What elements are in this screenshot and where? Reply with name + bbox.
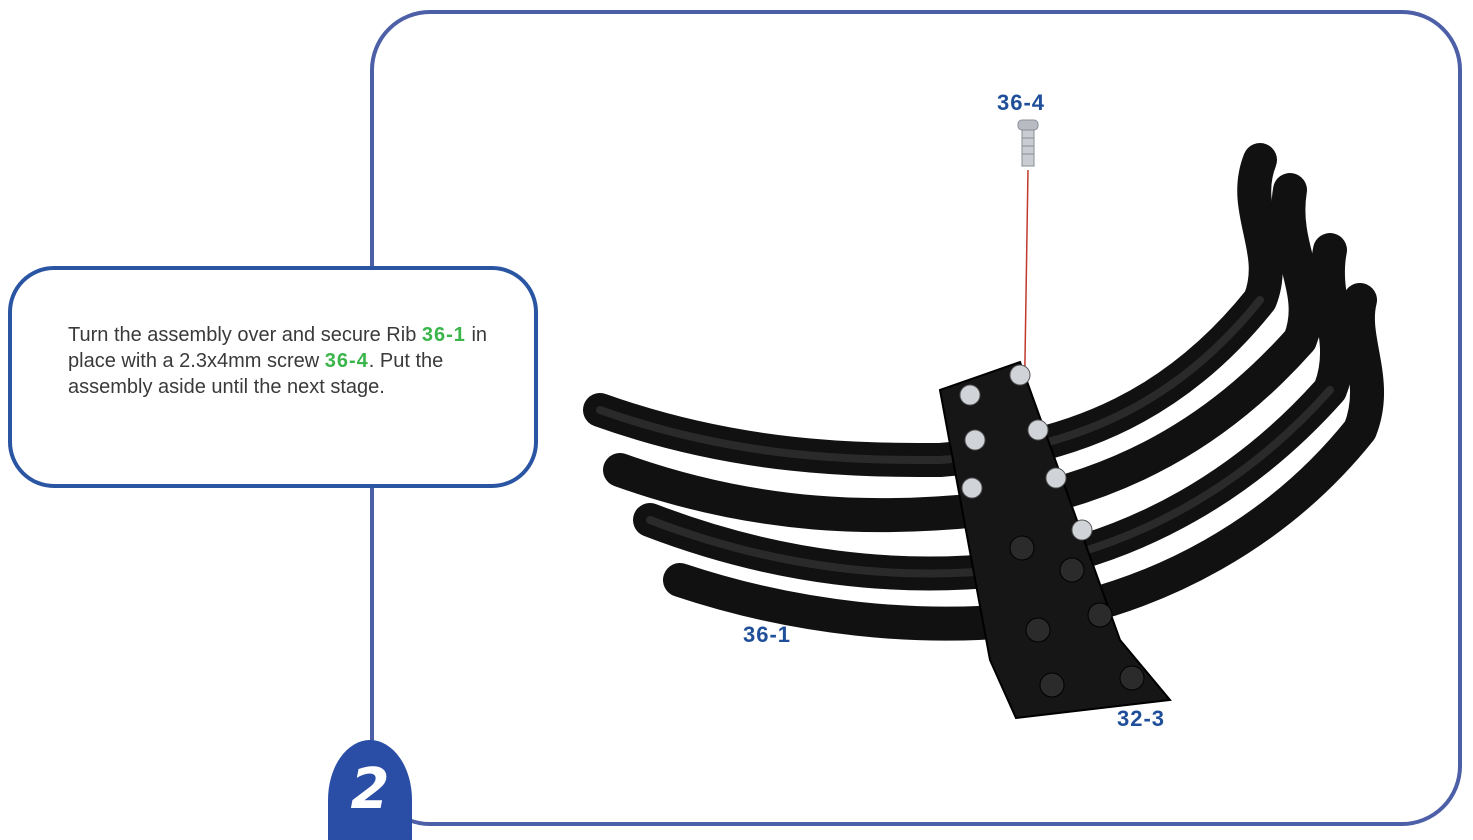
instruction-callout: Turn the assembly over and secure Rib 36… <box>8 266 538 488</box>
screw-image <box>1018 120 1038 166</box>
label-rib: 36-1 <box>743 622 791 648</box>
assembly-illustration <box>560 100 1460 740</box>
label-screw: 36-4 <box>997 90 1045 116</box>
label-plate: 32-3 <box>1117 706 1165 732</box>
instruction-text: Turn the assembly over and secure Rib 36… <box>68 322 498 400</box>
part-ref-screw: 36-4 <box>325 350 369 372</box>
part-ref-rib: 36-1 <box>422 324 466 346</box>
instruction-text-part-1: Turn the assembly over and secure Rib <box>68 324 422 346</box>
